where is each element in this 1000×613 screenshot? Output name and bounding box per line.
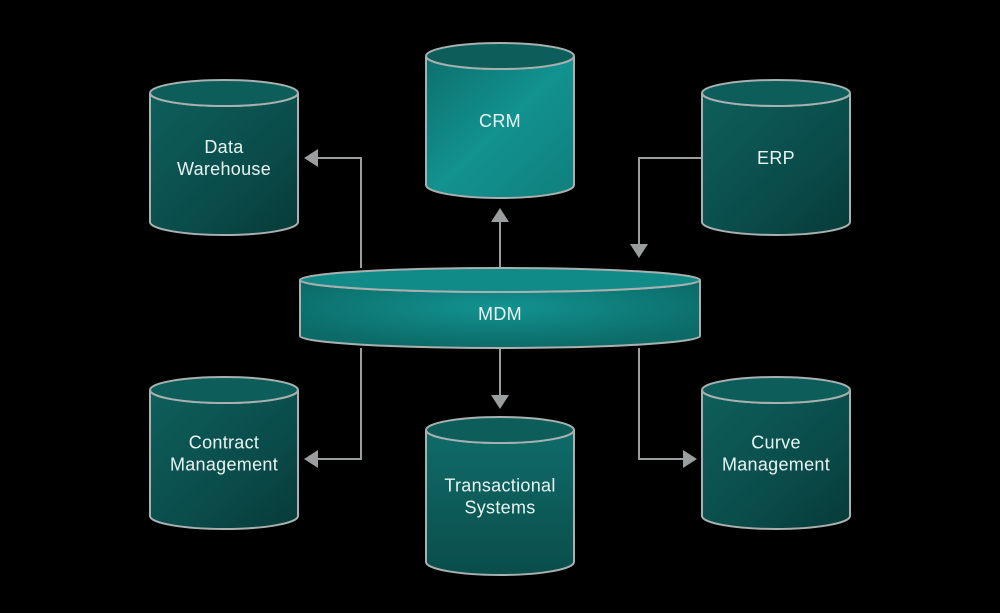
node-label-line: Warehouse — [177, 159, 271, 179]
node-label-line: ERP — [757, 148, 795, 168]
connector-mdm-to-data-warehouse — [304, 149, 362, 268]
node-label-line: CRM — [479, 111, 521, 131]
cylinder-body — [426, 430, 574, 575]
cylinder-body — [150, 390, 298, 529]
connector-erp-to-mdm — [630, 157, 702, 258]
cylinder-top — [149, 376, 299, 404]
node-label-line: Management — [722, 455, 830, 475]
connector-mdm-to-transactional-systems — [491, 348, 509, 409]
arrowhead-icon — [491, 395, 509, 409]
arrowhead-icon — [491, 208, 509, 222]
cylinder-top — [425, 42, 575, 70]
arrowhead-icon — [304, 450, 318, 468]
cylinder-top — [425, 416, 575, 444]
cylinder-body — [702, 93, 850, 235]
cylinder-top — [299, 267, 701, 293]
connector-mdm-to-contract-management — [304, 348, 362, 468]
nodes: MDMDataWarehouseCRMERPContractManagement… — [149, 42, 851, 576]
connector-line — [638, 157, 702, 244]
cylinder-top — [701, 376, 851, 404]
arrowhead-icon — [304, 149, 318, 167]
node-label-line: MDM — [478, 304, 522, 324]
cylinder-body — [426, 56, 574, 198]
node-erp[interactable]: ERP — [701, 79, 851, 236]
node-crm[interactable]: CRM — [425, 42, 575, 199]
hub-mdm[interactable]: MDM — [299, 267, 701, 349]
cylinder-body — [150, 93, 298, 235]
connectors — [304, 149, 702, 468]
cylinder-top — [149, 79, 299, 107]
node-label-line: Management — [170, 455, 278, 475]
connector-mdm-to-crm — [491, 208, 509, 268]
node-label-line: Systems — [464, 498, 535, 518]
connector-line — [318, 348, 362, 460]
arrowhead-icon — [630, 244, 648, 258]
cylinder-top — [701, 79, 851, 107]
node-label-line: Contract — [189, 433, 259, 453]
node-label-line: Curve — [751, 433, 801, 453]
arrowhead-icon — [683, 450, 697, 468]
connector-mdm-to-curve-management — [638, 348, 697, 468]
node-label-line: Transactional — [444, 476, 555, 496]
connector-line — [638, 348, 683, 460]
cylinder-body — [300, 280, 700, 348]
connector-line — [318, 157, 362, 268]
cylinder-body — [702, 390, 850, 529]
node-label-line: Data — [204, 137, 244, 157]
